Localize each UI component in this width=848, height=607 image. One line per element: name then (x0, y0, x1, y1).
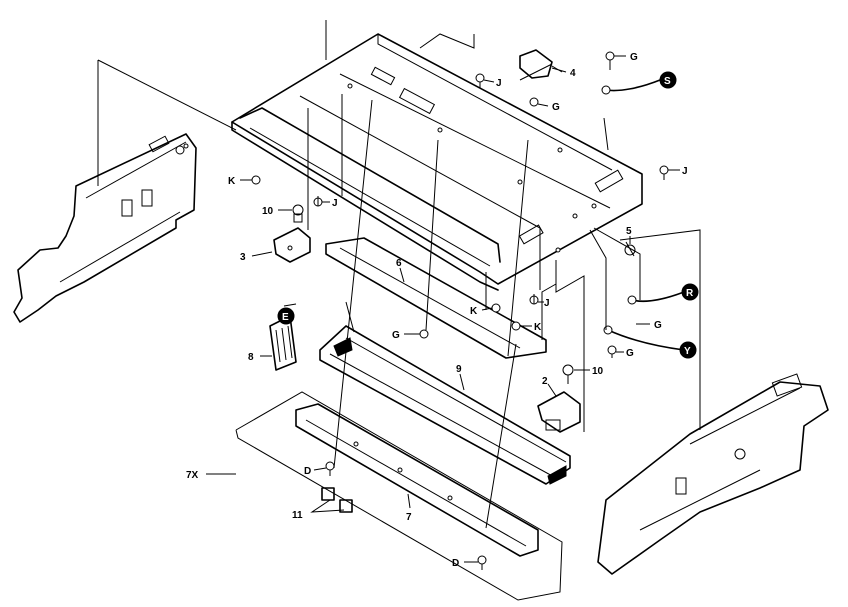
connector-s-marker (659, 71, 677, 89)
callout-5: 5 (626, 226, 632, 237)
connector-r-label: R (686, 288, 694, 299)
bracket-3 (273, 227, 311, 263)
main-frame (231, 33, 643, 291)
right-side-plate (597, 373, 829, 575)
callout-j-low: J (544, 298, 550, 309)
callout-2: 2 (542, 376, 548, 387)
connector-e-marker (277, 307, 295, 325)
callout-7x: 7X (186, 470, 199, 481)
bracket-2 (537, 391, 581, 433)
callout-4: 4 (570, 68, 576, 79)
callout-d-top: D (304, 466, 311, 477)
callout-j-right: J (682, 166, 688, 177)
bracket-6 (325, 237, 547, 359)
rail-9 (319, 325, 571, 485)
callout-labels: 4 G G J J K 10 J 3 6 5 K J K G G G 8 9 (186, 52, 688, 569)
connector-s-label: S (664, 76, 671, 87)
feet-11 (321, 487, 353, 513)
callout-10-top: 10 (262, 206, 274, 217)
connector-y-label: Y (684, 346, 691, 357)
assembly-7x (235, 391, 563, 601)
callout-10-low: 10 (592, 366, 604, 377)
callout-g-left: G (392, 330, 400, 341)
callout-g-low: G (626, 348, 634, 359)
callout-g-clip: G (552, 102, 560, 113)
callout-d-bottom: D (452, 558, 459, 569)
harness-s (605, 79, 661, 92)
clip-4 (519, 49, 553, 79)
callout-g-top: G (630, 52, 638, 63)
leader-lines (97, 20, 701, 529)
connector-markers: S R Y E (277, 71, 699, 359)
callout-8: 8 (248, 352, 254, 363)
callout-k-mid: K (470, 306, 478, 317)
callout-7: 7 (406, 512, 412, 523)
connector-e-label: E (282, 312, 289, 323)
callout-k-right: K (534, 322, 542, 333)
callout-k-left: K (228, 176, 236, 187)
harness-y (607, 329, 685, 351)
callout-9: 9 (456, 364, 462, 375)
callout-j-mid: J (332, 198, 338, 209)
front-bar (239, 107, 501, 267)
callout-3: 3 (240, 252, 246, 263)
callout-j-top: J (496, 78, 502, 89)
callout-11: 11 (292, 510, 303, 521)
callout-g-right: G (654, 320, 662, 331)
left-side-plate (13, 133, 197, 323)
screw-icon (251, 51, 669, 570)
connector-r-marker (681, 283, 699, 301)
callout-6: 6 (396, 258, 402, 269)
component-8 (269, 315, 297, 371)
connector-y-marker (679, 341, 697, 359)
